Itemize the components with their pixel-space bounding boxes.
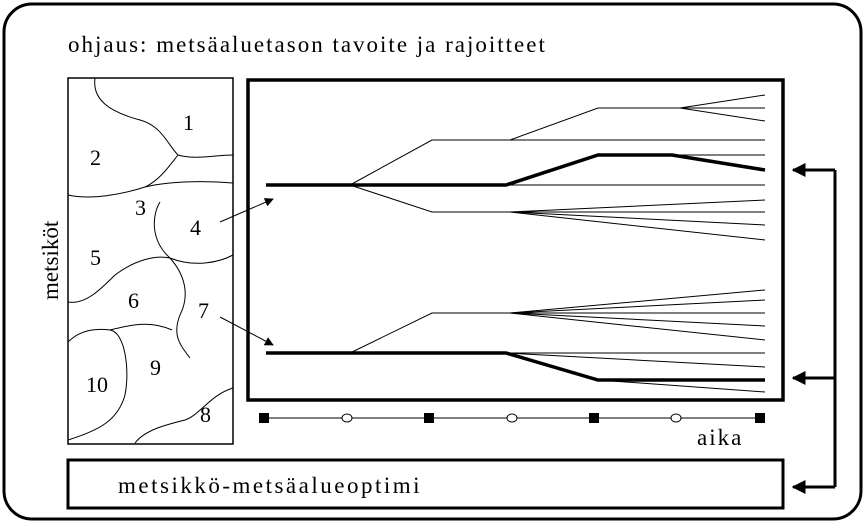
optimum-box: [66, 458, 785, 510]
feedback-arrows: [791, 163, 837, 494]
schedule-tree-lower: [266, 289, 766, 393]
stand-number-1: 1: [183, 110, 194, 135]
stand-map: 1 2 3 4 5 6 7 8 9 10: [67, 77, 234, 445]
stand-number-5: 5: [90, 245, 101, 270]
stand-number-9: 9: [150, 355, 161, 380]
stand-number-4: 4: [190, 215, 201, 240]
optimum-box-label: metsikkö-metsäalueoptimi: [118, 473, 422, 498]
schedule-panel: [246, 78, 785, 402]
schedule-tree-upper: [266, 94, 766, 241]
time-axis-label: aika: [697, 425, 743, 450]
stand-number-2: 2: [90, 145, 101, 170]
stand-number-6: 6: [128, 288, 139, 313]
stand-number-8: 8: [200, 402, 211, 427]
side-label: metsiköt: [38, 220, 63, 300]
diagram-title: ohjaus: metsäaluetason tavoite ja rajoit…: [68, 32, 547, 57]
selected-path-lower: [266, 351, 765, 382]
time-axis: [259, 413, 765, 423]
stand-number-7: 7: [198, 298, 209, 323]
stand-number-10: 10: [86, 372, 108, 397]
stand-number-3: 3: [135, 195, 146, 220]
selected-path-upper: [266, 153, 766, 187]
